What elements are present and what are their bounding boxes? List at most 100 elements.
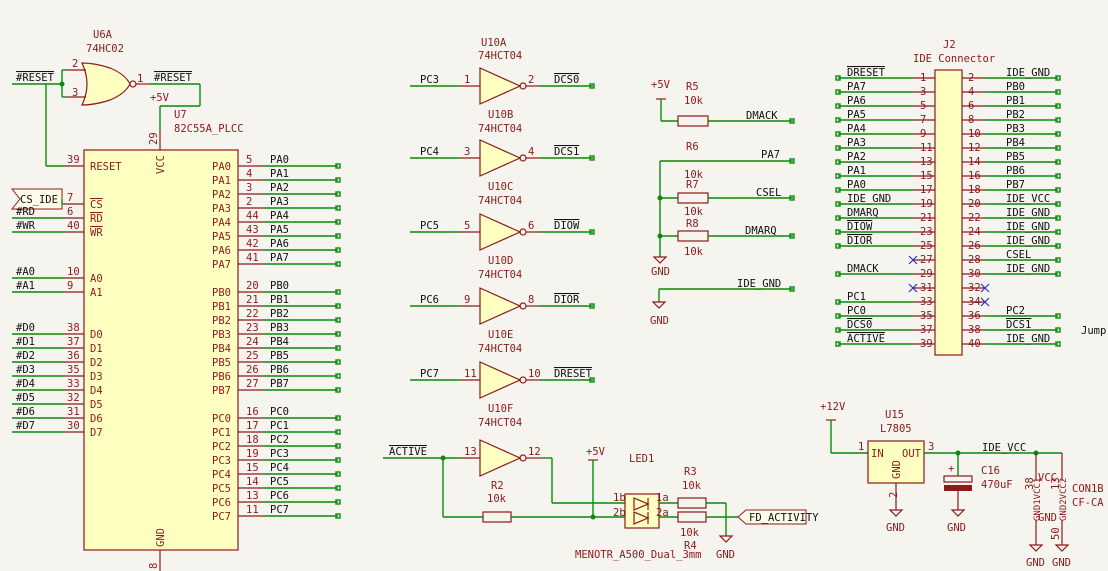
- u7-pin-label: D6: [90, 413, 103, 425]
- u7-net-label: PA0: [270, 154, 289, 166]
- j2-net-left: DRESET: [847, 67, 886, 79]
- u7-pin-num: 32: [67, 392, 80, 404]
- u6a-ref: U6A: [93, 29, 113, 41]
- u7-net-label: PB4: [270, 336, 289, 348]
- j2-pin-num-left: 13: [920, 156, 933, 168]
- j2-net-left: PA6: [847, 95, 866, 107]
- svg-text:CF-CA: CF-CA: [1072, 497, 1104, 509]
- inverter-ref: U10D: [488, 255, 513, 267]
- inverter-out-net: DCS1: [554, 146, 579, 158]
- inverter-body: [479, 287, 522, 325]
- u7-pin-num: 33: [67, 378, 80, 390]
- j2-net-left: IDE_GND: [847, 193, 891, 205]
- svg-text:+: +: [948, 463, 954, 475]
- svg-text:IN: IN: [871, 448, 884, 460]
- u7-value: 82C55A_PLCC: [174, 123, 244, 135]
- cs-ide-label[interactable]: [10, 188, 63, 210]
- u7-net-label: #D4: [16, 378, 35, 390]
- j2-net-right: IDE_GND: [1006, 235, 1050, 247]
- u7-net-label: #D3: [16, 364, 35, 376]
- u7-pin-num: 37: [67, 336, 80, 348]
- u7-pin-num: 30: [67, 420, 80, 432]
- con1b-cf-card[interactable]: 38 13 VCC GND GND1VCC1 GND2VCC2 CON1B CF…: [1024, 453, 1104, 569]
- svg-text:2: 2: [72, 58, 78, 70]
- inverter-pin-out: 6: [528, 220, 534, 232]
- u7-pin-label: A1: [90, 287, 103, 299]
- activity-led-circuit[interactable]: +5V R2 10k LED1 1b 2b 1a 2a MENOTR_A500_…: [443, 446, 819, 561]
- u7-pin-num: 41: [246, 252, 259, 264]
- u7-pin-label: PB5: [212, 357, 231, 369]
- u6a-nor-gate[interactable]: U6A 74HC02 2 3 1 #RESET #RESET +5V: [12, 29, 201, 167]
- j2-pin-num-left: 21: [920, 212, 933, 224]
- j2-pin-num-left: 15: [920, 170, 933, 182]
- u7-net-label: PB5: [270, 350, 289, 362]
- u7-pin-num: 43: [246, 224, 259, 236]
- j2-pin-num-right: 4: [968, 86, 974, 98]
- u7-pin-num: 10: [67, 266, 80, 278]
- u7-net-label: PC4: [270, 462, 289, 474]
- r8: [677, 230, 709, 242]
- svg-text:10k: 10k: [680, 527, 700, 539]
- u7-net-label: #D7: [16, 420, 35, 432]
- fd-activity-label[interactable]: [737, 509, 807, 525]
- inverter-body: [479, 139, 522, 177]
- u7-pin-label: PB7: [212, 385, 231, 397]
- svg-text:CON1B: CON1B: [1072, 483, 1104, 495]
- svg-text:DMACK: DMACK: [746, 110, 778, 122]
- u7-pin-num: 15: [246, 462, 259, 474]
- svg-text:10k: 10k: [684, 246, 704, 258]
- u7-pin-num: 23: [246, 322, 259, 334]
- j2-pin-num-left: 37: [920, 324, 933, 336]
- j2-pin-num-right: 26: [968, 240, 981, 252]
- inverter-ref: U10C: [488, 181, 513, 193]
- u7-net-label: PC1: [270, 420, 289, 432]
- j2-pin-num-left: 35: [920, 310, 933, 322]
- svg-text:2b: 2b: [613, 507, 626, 519]
- svg-text:GND: GND: [1038, 512, 1057, 524]
- u7-net-label: PB3: [270, 322, 289, 334]
- svg-text:R4: R4: [684, 540, 697, 552]
- svg-text:10k: 10k: [682, 480, 702, 492]
- u7-ref: U7: [174, 109, 187, 121]
- j2-pin-num-left: 5: [920, 100, 926, 112]
- u7-pin-num: 7: [67, 192, 73, 204]
- u7-pin-num: 11: [246, 504, 259, 516]
- j2-pin-num-left: 19: [920, 198, 933, 210]
- inverter-pin-in: 13: [464, 446, 477, 458]
- u7-pin-num: 17: [246, 420, 259, 432]
- j2-pin-num-left: 31: [920, 282, 933, 294]
- inverter-in-net: PC7: [420, 368, 439, 380]
- j2-pin-num-right: 36: [968, 310, 981, 322]
- inverter-value: 74HCT04: [478, 195, 522, 207]
- j2-net-left: DIOW: [847, 221, 873, 233]
- j2-net-left: PA0: [847, 179, 866, 191]
- u7-pin-label: D2: [90, 357, 103, 369]
- svg-text:2: 2: [888, 492, 900, 498]
- j2-net-right: PB5: [1006, 151, 1025, 163]
- u7-pin-label: RD: [90, 213, 103, 225]
- u7-net-label: PC0: [270, 406, 289, 418]
- svg-text:1b: 1b: [613, 492, 626, 504]
- inverter-pin-out: 10: [528, 368, 541, 380]
- svg-text:GND: GND: [1052, 557, 1071, 569]
- inverter-value: 74HCT04: [478, 269, 522, 281]
- svg-text:13: 13: [1050, 477, 1062, 490]
- pullup-resistors[interactable]: +5V R5 10k DMACK R6 PA7 10k R7 CSEL 10k …: [650, 79, 795, 327]
- j2-net-left: PA3: [847, 137, 866, 149]
- svg-text:470uF: 470uF: [981, 479, 1013, 491]
- inverter-out-net: DIOR: [554, 294, 580, 306]
- svg-text:GND1VCC1: GND1VCC1: [1033, 478, 1043, 521]
- u7-net-label: #D0: [16, 322, 35, 334]
- c16: [943, 475, 973, 483]
- u7-82c55a[interactable]: U7 82C55A_PLCC 29 VCC GND 8 39 RESET CS_…: [10, 109, 341, 571]
- svg-text:FD_ACTIVITY: FD_ACTIVITY: [749, 512, 819, 524]
- u7-net-label: PB0: [270, 280, 289, 292]
- u7-pin-num: 42: [246, 238, 259, 250]
- j2-net-right: IDE_VCC: [1006, 193, 1050, 205]
- svg-text:1: 1: [858, 441, 864, 453]
- u15-regulator[interactable]: +12V U15 L7805 1 IN OUT 3 GND 2 GND IDE_…: [820, 401, 1062, 534]
- inverter-body: [479, 213, 522, 251]
